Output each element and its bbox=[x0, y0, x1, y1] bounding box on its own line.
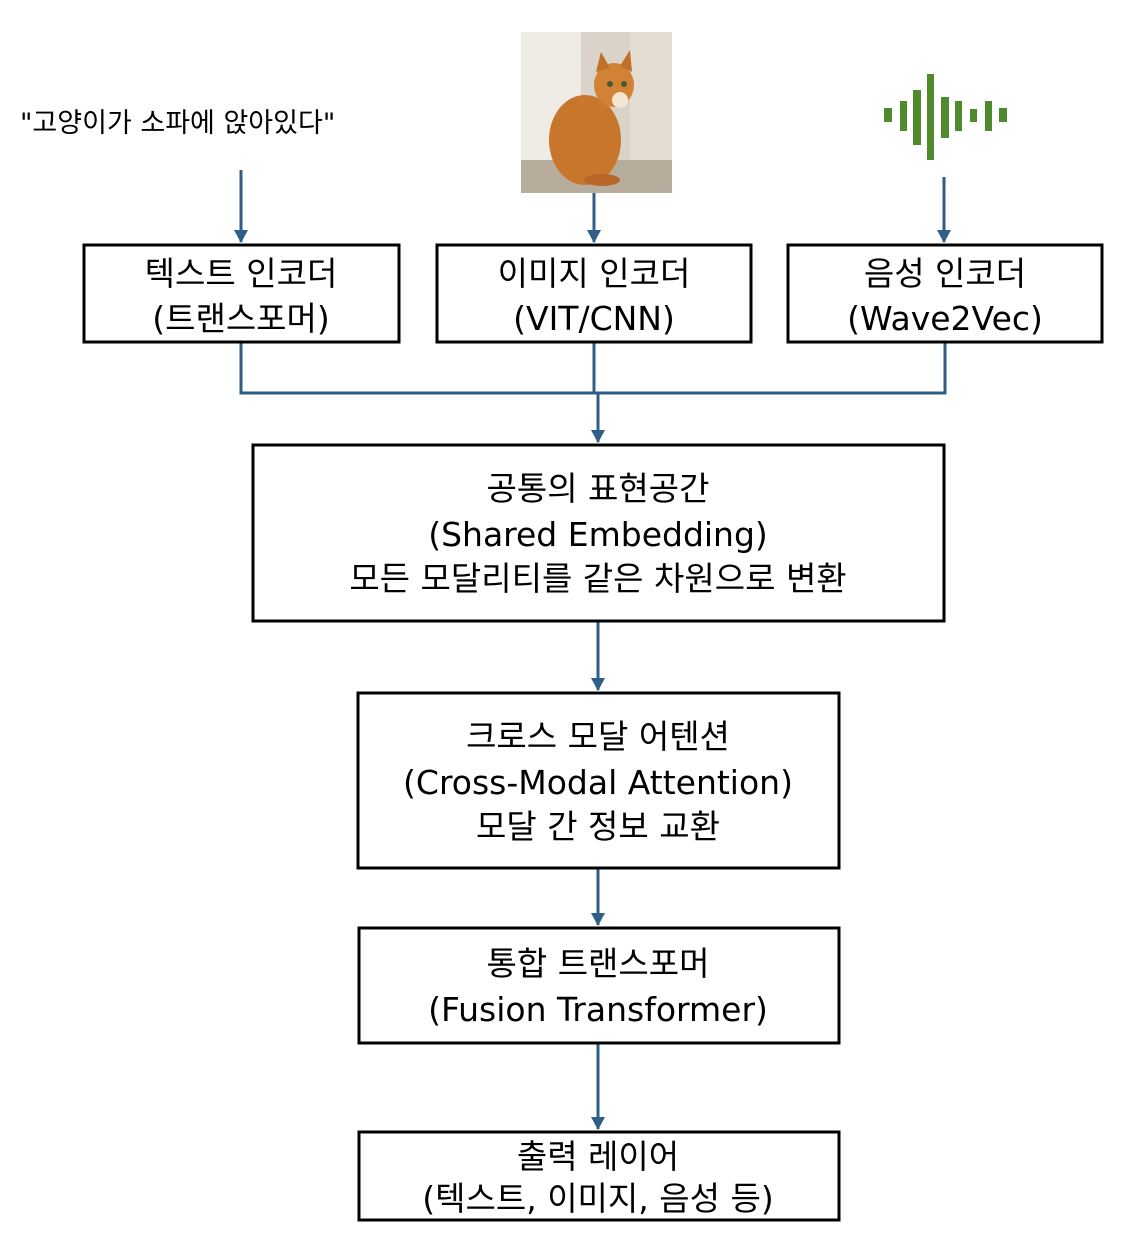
connector-arrows bbox=[234, 170, 951, 1130]
shared-embedding-box: 공통의 표현공간 (Shared Embedding) 모든 모달리티를 같은 … bbox=[251, 443, 946, 623]
cross-subtitle: (Cross-Modal Attention) bbox=[403, 763, 793, 802]
shared-title: 공통의 표현공간 bbox=[486, 469, 709, 508]
output-title: 출력 레이어 bbox=[517, 1137, 679, 1176]
output-subtitle: (텍스트, 이미지, 음성 등) bbox=[422, 1179, 773, 1218]
fusion-subtitle: (Fusion Transformer) bbox=[428, 990, 768, 1029]
shared-description: 모든 모달리티를 같은 차원으로 변환 bbox=[349, 559, 846, 598]
shared-subtitle: (Shared Embedding) bbox=[428, 515, 768, 554]
audio-encoder-box: 음성 인코더 (Wave2Vec) bbox=[786, 243, 1104, 344]
text-encoder-subtitle: (트랜스포머) bbox=[152, 299, 330, 338]
cross-title: 크로스 모달 어텐션 bbox=[466, 717, 730, 756]
image-encoder-subtitle: (VIT/CNN) bbox=[513, 299, 675, 338]
audio-encoder-title: 음성 인코더 bbox=[864, 254, 1026, 293]
fusion-title: 통합 트랜스포머 bbox=[486, 944, 709, 983]
cat-photo bbox=[521, 32, 672, 193]
audio-encoder-subtitle: (Wave2Vec) bbox=[847, 299, 1043, 338]
sound-waveform-icon bbox=[884, 74, 1007, 160]
cross-description: 모달 간 정보 교환 bbox=[476, 807, 720, 846]
input-text-sentence: "고양이가 소파에 앉아있다" bbox=[20, 108, 335, 139]
cross-modal-attention-box: 크로스 모달 어텐션 (Cross-Modal Attention) 모달 간 … bbox=[356, 691, 841, 870]
text-encoder-title: 텍스트 인코더 bbox=[145, 254, 338, 293]
fusion-transformer-box: 통합 트랜스포머 (Fusion Transformer) bbox=[357, 926, 841, 1045]
image-encoder-box: 이미지 인코더 (VIT/CNN) bbox=[435, 243, 753, 344]
image-encoder-title: 이미지 인코더 bbox=[498, 254, 691, 293]
output-layer-box: 출력 레이어 (텍스트, 이미지, 음성 등) bbox=[357, 1130, 841, 1222]
text-encoder-box: 텍스트 인코더 (트랜스포머) bbox=[82, 243, 401, 344]
